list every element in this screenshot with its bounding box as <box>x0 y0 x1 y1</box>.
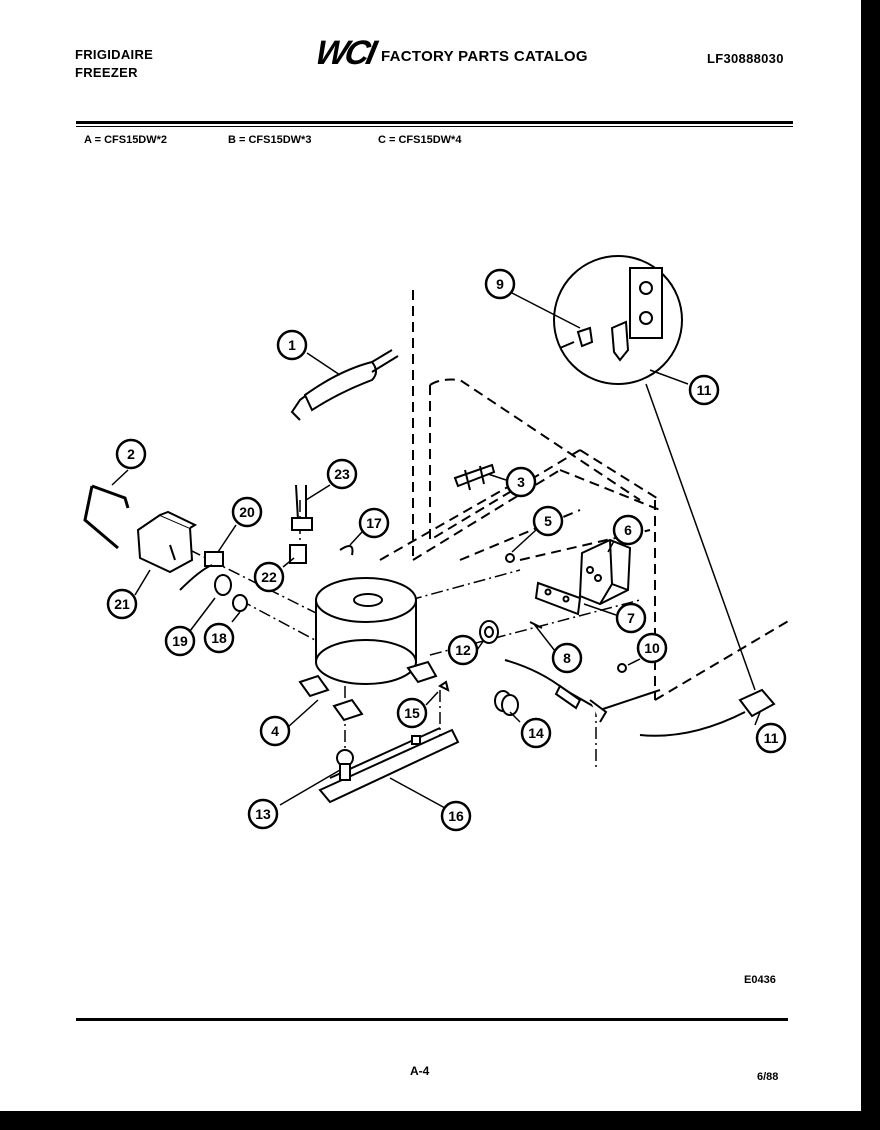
power-cord <box>504 659 776 737</box>
page-number: A-4 <box>410 1064 430 1078</box>
footer-rule <box>76 1018 788 1021</box>
screws <box>438 553 627 692</box>
compressor-part <box>298 577 438 722</box>
callout-23: 23 <box>326 458 358 490</box>
callout-12: 12 <box>447 634 479 666</box>
callout-10: 10 <box>636 632 668 664</box>
terminal-connector <box>289 484 313 564</box>
junction-box-part <box>578 538 632 606</box>
terminal-block-part <box>534 581 582 616</box>
model-b: B = CFS15DW*3 <box>228 134 312 146</box>
callout-1: 1 <box>276 329 308 361</box>
callout-label: 12 <box>455 642 471 658</box>
header-rule-thin <box>76 126 793 127</box>
inset-detail <box>553 255 683 385</box>
mounting-clip-part <box>453 463 496 491</box>
callout-label: 22 <box>261 569 277 585</box>
callout-18: 18 <box>203 622 235 654</box>
callout-20: 20 <box>231 496 263 528</box>
callout-label: 23 <box>334 466 350 482</box>
callout-22: 22 <box>253 561 285 593</box>
callout-label: 3 <box>517 474 525 490</box>
callout-5: 5 <box>532 505 564 537</box>
callout-label: 2 <box>127 446 135 462</box>
callout-label: 16 <box>448 808 464 824</box>
callout-16: 16 <box>440 800 472 832</box>
callout-8: 8 <box>551 642 583 674</box>
callout-label: 18 <box>211 630 227 646</box>
grommet-part <box>479 620 499 644</box>
callout-label: 6 <box>624 522 632 538</box>
callout-9: 9 <box>484 268 516 300</box>
diagram-reference-code: E0436 <box>744 974 776 986</box>
cabinet-outline <box>379 290 791 701</box>
callout-label: 8 <box>563 650 571 666</box>
product-type: FREEZER <box>75 65 138 80</box>
leader-lines <box>111 292 761 809</box>
clip-part <box>339 545 354 556</box>
callout-14: 14 <box>520 717 552 749</box>
revision-date: 6/88 <box>757 1071 779 1083</box>
mounting-grommet-part <box>336 749 354 781</box>
callout-label: 14 <box>528 725 544 741</box>
callouts: 1 2 3 4 5 6 7 8 9 10 11 11 12 13 14 15 1… <box>106 268 787 832</box>
callout-label: 5 <box>544 513 552 529</box>
callout-21: 21 <box>106 588 138 620</box>
callout-4: 4 <box>259 715 291 747</box>
catalog-title: FACTORY PARTS CATALOG <box>381 48 588 65</box>
bracket-part <box>83 484 130 550</box>
callout-6: 6 <box>612 514 644 546</box>
callout-label: 17 <box>366 515 382 531</box>
overload-fittings <box>179 551 248 612</box>
callout-label: 10 <box>644 640 660 656</box>
model-c: C = CFS15DW*4 <box>378 134 462 146</box>
callout-label: 15 <box>404 705 420 721</box>
callout-2: 2 <box>115 438 147 470</box>
starter-relay-part <box>136 510 198 574</box>
brand-name: FRIGIDAIRE <box>75 47 154 62</box>
callout-label: 20 <box>239 504 255 520</box>
callout-label: 4 <box>271 723 279 739</box>
bushing-part <box>494 690 519 716</box>
callout-15: 15 <box>396 697 428 729</box>
callout-label: 9 <box>496 276 504 292</box>
callout-3: 3 <box>505 466 537 498</box>
catalog-number: LF30888030 <box>707 51 784 66</box>
model-a: A = CFS15DW*2 <box>84 134 168 146</box>
header-rule <box>76 121 793 124</box>
callout-label: 7 <box>627 610 635 626</box>
callout-label: 21 <box>114 596 130 612</box>
callout-label: 19 <box>172 633 188 649</box>
callout-7: 7 <box>615 602 647 634</box>
callout-17: 17 <box>358 507 390 539</box>
callout-label: 11 <box>697 382 712 398</box>
drier-part <box>290 349 399 421</box>
callout-19: 19 <box>164 625 196 657</box>
callout-label: 11 <box>764 730 779 746</box>
callout-11-inset: 11 <box>688 374 720 406</box>
callout-11-plug: 11 <box>755 722 787 754</box>
callout-13: 13 <box>247 798 279 830</box>
callout-label: 1 <box>288 337 296 353</box>
callout-label: 13 <box>255 806 271 822</box>
